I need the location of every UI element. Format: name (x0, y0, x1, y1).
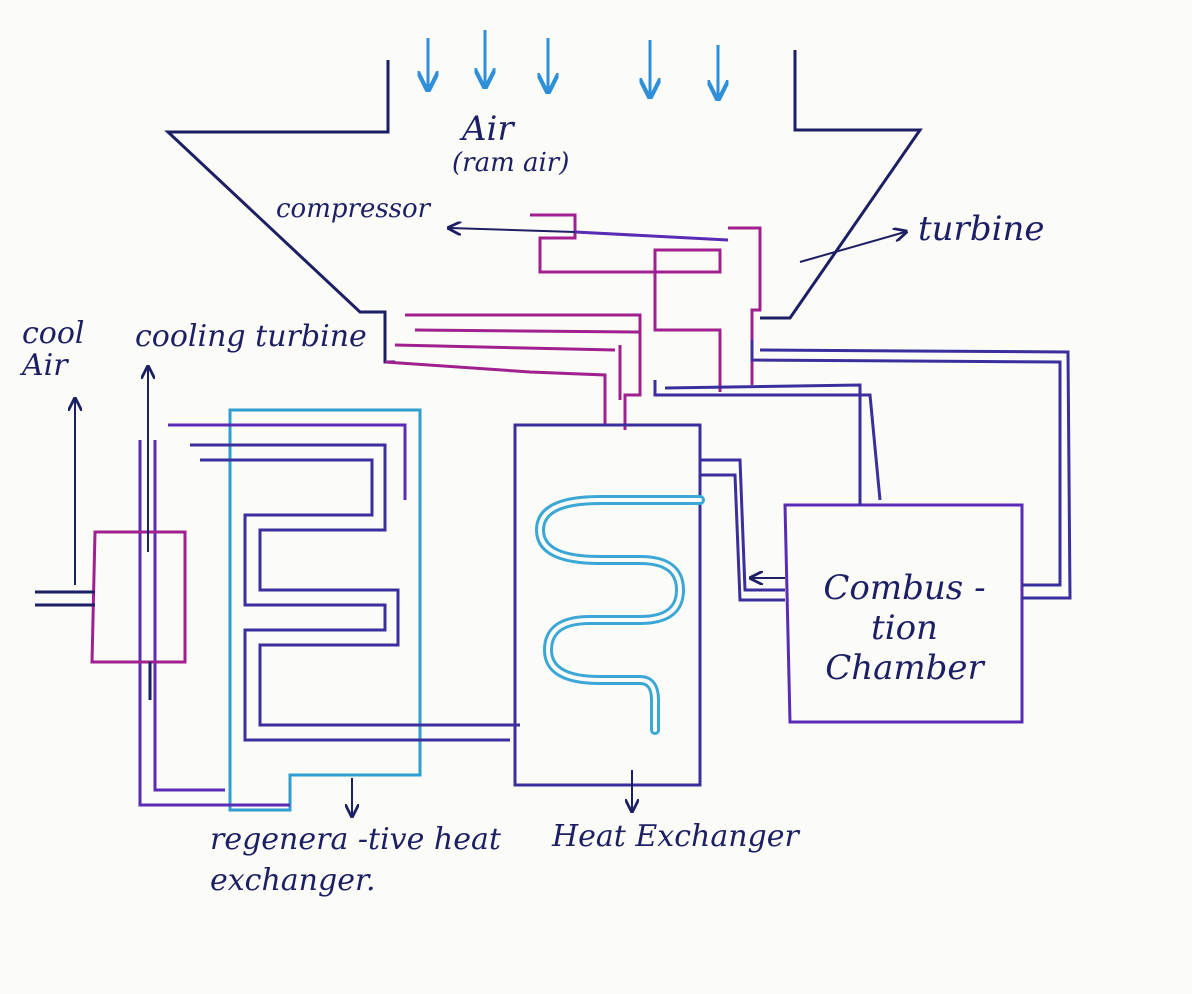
turbine-to-chamber-duct (750, 340, 1072, 600)
ram-air-inlet-arrows (428, 30, 718, 97)
main-heat-exchanger (513, 423, 705, 787)
regenerative-heat-exchanger-label: regenera -tive heat exchanger. (210, 822, 501, 898)
turbine-pointer (799, 232, 905, 263)
cool-air-label: cool Air (22, 316, 85, 383)
air-label: Air (462, 109, 514, 149)
hx-serpentine-coil (534, 495, 705, 735)
combustion-system (653, 340, 1072, 724)
turbine-block (728, 226, 762, 385)
cooling-turbine-box (90, 530, 187, 664)
chamber-to-hx-duct (700, 458, 785, 602)
heat-exchanger-label: Heat Exchanger (552, 819, 799, 854)
combustion-chamber-label: Combus -tion Chamber (823, 568, 986, 689)
regen-shell (228, 408, 422, 812)
compressor-outlet-duct (405, 313, 642, 430)
combustion-chamber (783, 503, 1024, 724)
hx-shell (513, 423, 702, 787)
shaft (574, 230, 729, 242)
regen-outer-loop (138, 423, 407, 807)
regen-zigzag-tube (190, 443, 520, 742)
regenerative-heat-exchanger (138, 408, 520, 812)
cooling-turbine-shaft (35, 590, 152, 700)
ram-air-label: (ram air) (452, 148, 570, 178)
compressor-label: compressor (276, 194, 431, 224)
cooling-turbine-label: cooling turbine (135, 319, 367, 354)
compressor-block (530, 213, 722, 392)
turbine-label: turbine (918, 209, 1045, 249)
compressor-turbine-core (405, 213, 762, 430)
flow-arrows (75, 228, 905, 815)
cooling-turbine-feed-pipe (384, 343, 616, 425)
compressor-to-chamber-duct (653, 380, 882, 505)
hx-serpentine-coil-core (537, 498, 702, 732)
compressor-pointer (450, 228, 576, 232)
